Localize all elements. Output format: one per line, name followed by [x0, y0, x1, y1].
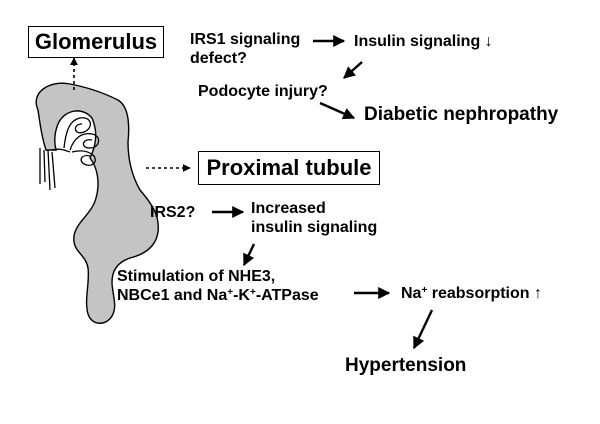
glomerulus-box: Glomerulus	[28, 26, 164, 58]
arrow-increased-to-stimulation	[242, 243, 256, 267]
stimulation-line2-dash: -K	[233, 287, 250, 305]
na-prefix: Na	[401, 285, 422, 302]
glomerulus-label: Glomerulus	[34, 29, 158, 54]
potassium-charge: +	[249, 287, 256, 299]
stimulation-line2-b: -ATPase	[255, 287, 319, 305]
proximal-tubule-box: Proximal tubule	[198, 151, 380, 185]
irs1-label: IRS1 signaling defect?	[190, 30, 300, 68]
increased-line1: Increased	[251, 200, 326, 217]
diabetic-nephropathy-label: Diabetic nephropathy	[364, 104, 559, 125]
sodium-charge: +	[227, 287, 234, 299]
glomerulus-capillary-loops	[63, 117, 100, 166]
stimulation-line1: Stimulation of NHE3,	[117, 268, 276, 285]
arrow-insulin-to-podocyte	[343, 61, 363, 79]
arrow-podocyte-to-nephropathy	[319, 101, 356, 120]
stimulation-line2-a: NBCe1 and Na	[117, 287, 228, 305]
na-suffix: reabsorption ↑	[427, 285, 542, 302]
stimulation-line2: NBCe1 and Na+-K+-ATPase	[117, 286, 319, 305]
hypertension-label: Hypertension	[345, 355, 467, 376]
stimulation-label: Stimulation of NHE3, NBCe1 and Na+-K+-AT…	[117, 267, 319, 305]
nephron-tubule-shape	[35, 82, 159, 324]
arrow-reabsorption-to-hypertension	[412, 309, 434, 350]
insulin-signaling-down-label: Insulin signaling ↓	[354, 33, 493, 50]
irs1-label-line1: IRS1 signaling	[190, 31, 301, 48]
na-reabsorption-label: Na+ reabsorption ↑	[401, 284, 542, 303]
increased-line2: insulin signaling	[251, 219, 378, 237]
proximal-tubule-label: Proximal tubule	[206, 155, 372, 180]
increased-insulin-signaling-label: Increased insulin signaling	[251, 199, 377, 237]
irs2-label: IRS2?	[150, 204, 196, 221]
na-charge: +	[421, 285, 428, 296]
glomerulus-vessels	[39, 148, 71, 191]
irs1-label-line2: defect?	[190, 50, 247, 68]
podocyte-injury-label: Podocyte injury?	[198, 83, 328, 100]
